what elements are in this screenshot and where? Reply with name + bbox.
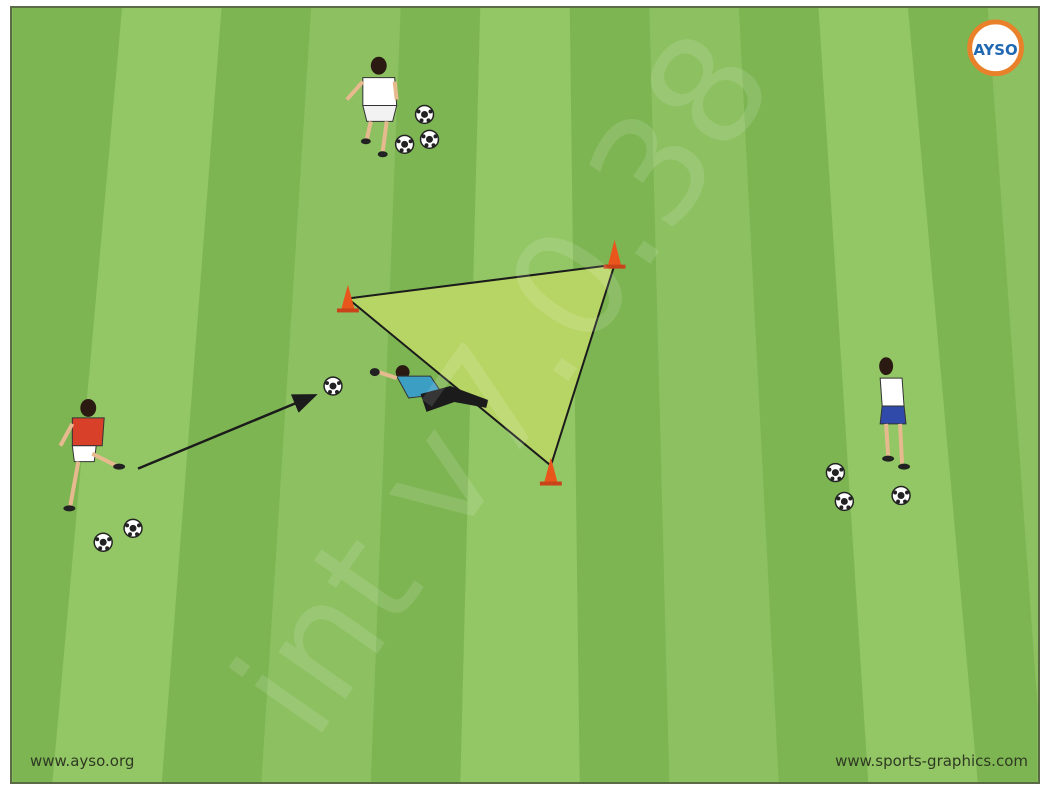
- soccer-ball-icon: [324, 377, 342, 395]
- soccer-ball-icon: [396, 135, 414, 153]
- diagram-frame: AYSO int v7.0.38 www.ayso.org www.sports…: [10, 6, 1040, 784]
- logo-text: AYSO: [973, 41, 1017, 59]
- soccer-ball-icon: [421, 130, 439, 148]
- ayso-logo-icon: AYSO: [970, 22, 1022, 74]
- soccer-ball-icon: [416, 105, 434, 123]
- soccer-ball-icon: [892, 487, 910, 505]
- soccer-ball-icon: [835, 492, 853, 510]
- soccer-ball-icon: [124, 519, 142, 537]
- soccer-field: AYSO: [12, 8, 1038, 782]
- credit-ayso[interactable]: www.ayso.org: [30, 752, 134, 770]
- soccer-ball-icon: [826, 464, 844, 482]
- soccer-ball-icon: [94, 533, 112, 551]
- credit-sports-graphics[interactable]: www.sports-graphics.com: [835, 752, 1028, 770]
